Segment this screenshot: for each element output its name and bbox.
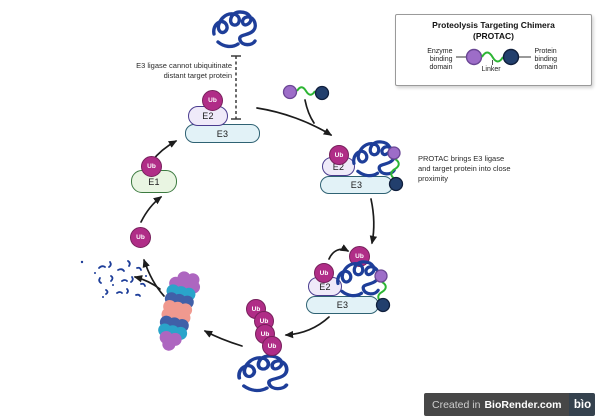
inhibition-dashed-line [231,55,241,120]
target-protein-distant [212,10,257,49]
e3-ligase-right: E3 [320,176,393,194]
arrow-complex-down [369,198,378,245]
proteasome [158,271,203,353]
ubiquitin-free: Ub [130,227,151,248]
ubiquitin-transferred: Ub [349,246,370,267]
ubiquitin-on-e2-top: Ub [202,90,223,111]
legend-title-line2: (PROTAC) [473,31,514,42]
biorender-brand: BioRender.com [484,398,562,411]
legend-title-line1: Proteolysis Targeting Chimera [432,20,555,30]
biorender-logo: bìo [569,393,596,416]
biorender-badge: Created in BioRender.com bìo [424,393,596,416]
created-in-label: Created in [432,398,481,411]
arrow-ub-recycle [142,258,165,297]
arrow-tagged-protein-to-proteasome [203,330,243,347]
linker-icon [480,51,504,63]
protein-fragments [80,260,147,298]
ubiquitin-on-e2-right: Ub [329,145,349,165]
ubiquitin-chain-4: Ub [262,336,282,356]
protac-legend-box: Proteolysis Targeting Chimera (PROTAC) E… [395,14,592,86]
free-protac-molecule [282,84,330,101]
arrow-ubiquitin-transfer [328,244,350,260]
protein-binding-domain-label: Protein binding domain [534,47,558,72]
enzyme-binding-domain-icon [465,48,482,66]
e3-ligase-bottom: E3 [306,296,379,314]
arrow-proteasome-to-fragments [133,275,161,290]
ubiquitin-on-e1: Ub [141,156,162,177]
arrow-ub-to-e1 [140,196,163,223]
ubiquitin-on-e2-bottom: Ub [314,263,334,283]
linker-label: Linker [481,66,501,74]
tagged-target-protein [237,354,289,393]
arrow-e3-to-protac-complex [256,107,333,136]
enzyme-binding-domain-label: Enzyme binding domain [427,47,453,72]
annotation-distant-target: E3 ligase cannot ubiquitinate distant ta… [136,61,232,80]
arrow-complex-to-tagged-protein [284,316,330,339]
annotation-close-proximity: PROTAC brings E3 ligase and target prote… [418,154,511,183]
protein-binding-domain-icon [502,48,519,66]
protac-join-line [304,99,315,124]
e3-ligase-top: E3 [185,124,260,143]
protac-structure-icon [455,48,531,66]
